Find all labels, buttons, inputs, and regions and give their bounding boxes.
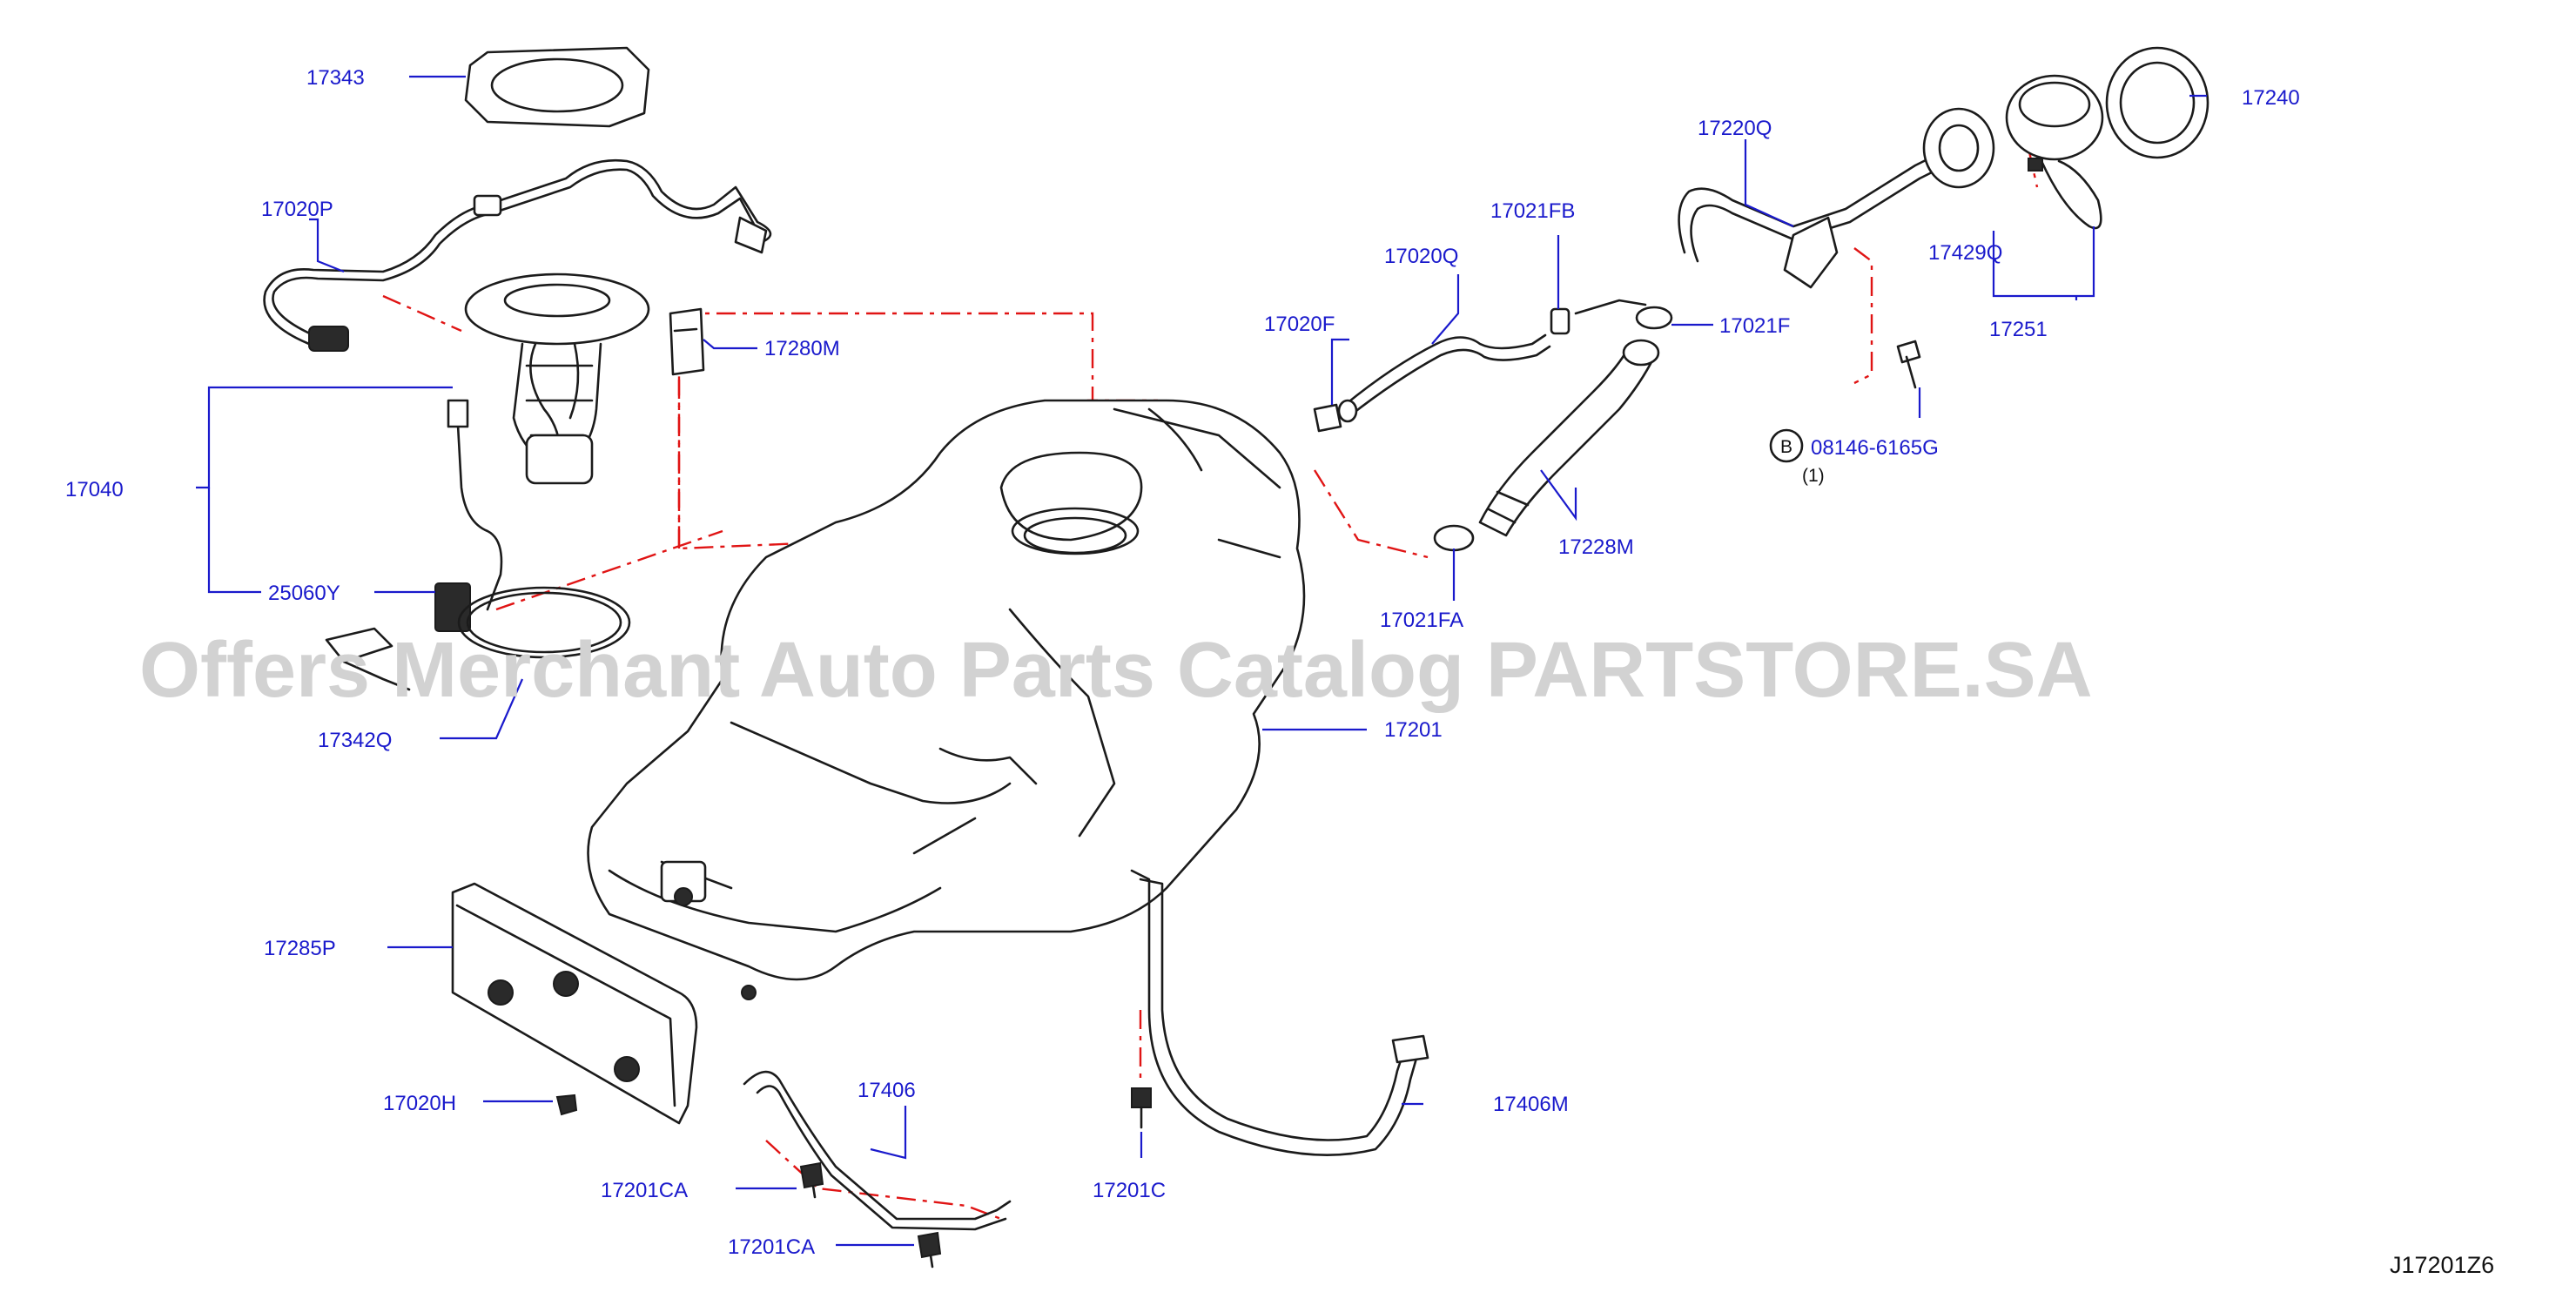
callouts: 17343 17020P 17040 25060Y 17342Q 17280M … xyxy=(65,66,2300,1259)
callout-17406[interactable]: 17406 xyxy=(858,1079,916,1102)
callout-08146-6165G[interactable]: 08146-6165G xyxy=(1811,436,1939,460)
callout-08146-mark: B xyxy=(1780,437,1792,457)
callout-17201[interactable]: 17201 xyxy=(1384,718,1443,742)
callout-17020H[interactable]: 17020H xyxy=(383,1092,456,1115)
clamp-17021FA xyxy=(1433,524,1475,552)
callout-17251[interactable]: 17251 xyxy=(1989,318,2048,341)
callout-08146-qty: (1) xyxy=(1802,466,1825,486)
fuel-hose-17020P xyxy=(263,158,772,352)
callout-17406M[interactable]: 17406M xyxy=(1493,1093,1569,1116)
clip-17020H xyxy=(555,1093,578,1116)
callout-17228M[interactable]: 17228M xyxy=(1558,535,1634,559)
callout-17429Q[interactable]: 17429Q xyxy=(1928,241,2002,265)
clamp-17021F xyxy=(1574,299,1673,330)
callout-17021FB[interactable]: 17021FB xyxy=(1490,199,1575,223)
callout-17280M[interactable]: 17280M xyxy=(764,337,840,360)
bracket-17280M xyxy=(669,307,705,376)
hose-17020Q xyxy=(1337,333,1551,423)
callout-17201CA-2[interactable]: 17201CA xyxy=(728,1235,815,1259)
callout-17342Q[interactable]: 17342Q xyxy=(318,729,392,752)
callout-17021F[interactable]: 17021F xyxy=(1719,314,1790,338)
leader-lines xyxy=(196,75,2207,1247)
callout-17020F[interactable]: 17020F xyxy=(1264,313,1335,336)
callout-17285P[interactable]: 17285P xyxy=(264,937,336,960)
hose-17228M xyxy=(1478,339,1660,537)
seal-ring-17342Q xyxy=(457,586,631,659)
callout-17201CA-1[interactable]: 17201CA xyxy=(601,1179,688,1202)
callout-17201C[interactable]: 17201C xyxy=(1093,1179,1166,1202)
pad-part xyxy=(325,627,411,691)
callout-17240[interactable]: 17240 xyxy=(2242,86,2300,110)
lock-ring-17343 xyxy=(464,46,650,128)
clamp-17021FB xyxy=(1550,307,1570,335)
callout-17020Q[interactable]: 17020Q xyxy=(1384,245,1458,268)
clamp-17020F xyxy=(1313,403,1342,433)
gasket-17240 xyxy=(2105,46,2209,159)
callout-25060Y[interactable]: 25060Y xyxy=(268,582,340,605)
callout-17343[interactable]: 17343 xyxy=(306,66,365,90)
fuel-pump-module-17040 xyxy=(434,273,650,632)
fuel-tank-17201 xyxy=(587,399,1306,1000)
callout-17040[interactable]: 17040 xyxy=(65,478,124,501)
filler-tube-17220Q xyxy=(1678,107,1995,289)
callout-17020P[interactable]: 17020P xyxy=(261,198,333,221)
strap-17406M xyxy=(1130,869,1429,1156)
callout-17021FA[interactable]: 17021FA xyxy=(1380,609,1463,632)
watermark: Offers Merchant Auto Parts Catalog PARTS… xyxy=(139,627,2093,714)
fuel-cap-17251 xyxy=(2005,74,2104,230)
diagram-code: J17201Z6 xyxy=(2390,1252,2494,1278)
strap-17406 xyxy=(743,1070,1012,1231)
bolt-08146-6165G xyxy=(1769,340,1921,463)
heat-shield-17285P xyxy=(451,882,698,1125)
bolts-17201CA xyxy=(799,1161,942,1268)
callout-17220Q[interactable]: 17220Q xyxy=(1698,117,1772,140)
bolt-17201C xyxy=(1131,1087,1152,1129)
